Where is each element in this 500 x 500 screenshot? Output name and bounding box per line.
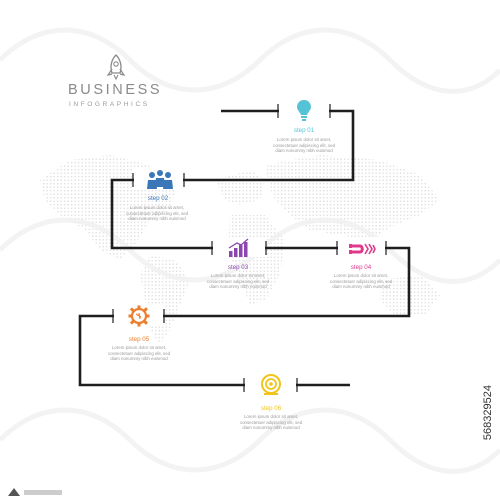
step-01-description: Lorem ipsum dolor sit amet, consectetuer… — [264, 137, 344, 154]
description-line: Lorem ipsum dolor sit amet, — [276, 137, 332, 142]
step-06-description: Lorem ipsum dolor sit amet, consectetuer… — [231, 414, 311, 431]
magnet-icon — [349, 243, 376, 255]
step-03-description: Lorem ipsum dolor sit amet, consectetuer… — [198, 273, 278, 290]
step-04-label: step 04 — [350, 264, 372, 271]
step-04-description: Lorem ipsum dolor sit amet, consectetuer… — [321, 273, 401, 290]
team-icon — [147, 170, 173, 189]
description-line: diam nonummy nibh euismod — [110, 356, 168, 362]
stock-footer — [0, 484, 500, 500]
step-05-label: step 05 — [128, 336, 150, 343]
description-line: consectetuer adipiscing elit, sed — [329, 278, 393, 284]
step-01-label: step 01 — [293, 127, 315, 134]
stock-logo-icon — [8, 488, 62, 496]
description-line: consectetuer adipiscing elit, sed — [239, 419, 303, 425]
page-title: BUSINESS — [68, 82, 163, 98]
step-05-description: Lorem ipsum dolor sit amet, consectetuer… — [99, 345, 179, 362]
lightbulb-icon — [297, 100, 311, 121]
description-line: diam nonummy nibh euismod — [209, 284, 267, 290]
page-subtitle: INFOGRAPHICS — [69, 101, 150, 108]
description-line: diam nonummy nibh euismod — [242, 425, 300, 431]
step-06-label: step 06 — [260, 405, 282, 412]
description-line: diam nonummy nibh euismod — [275, 148, 333, 154]
description-line: diam nonummy nibh euismod — [128, 216, 186, 222]
description-line: Lorem ipsum dolor sit amet, — [129, 205, 185, 210]
description-line: consectetuer adipiscing elit, sed — [125, 210, 189, 216]
rocket-icon — [106, 54, 126, 81]
step-02-description: Lorem ipsum dolor sit amet, consectetuer… — [117, 205, 197, 222]
description-line: Lorem ipsum dolor sit amet, — [210, 273, 266, 278]
bar-chart-icon — [228, 238, 249, 257]
target-icon — [261, 374, 281, 395]
description-line: Lorem ipsum dolor sit amet, — [333, 273, 389, 278]
description-line: diam nonummy nibh euismod — [332, 284, 390, 290]
step-03-label: step 03 — [227, 264, 249, 271]
step-02-label: step 02 — [147, 195, 169, 202]
description-line: consectetuer adipiscing elit, sed — [272, 142, 336, 148]
description-line: consectetuer adipiscing elit, sed — [206, 278, 270, 284]
stock-image-id: 568329524 — [482, 385, 494, 441]
description-line: Lorem ipsum dolor sit amet, — [111, 345, 167, 350]
description-line: Lorem ipsum dolor sit amet, — [243, 414, 299, 419]
description-line: consectetuer adipiscing elit, sed — [107, 350, 171, 356]
gear-icon — [128, 305, 150, 327]
